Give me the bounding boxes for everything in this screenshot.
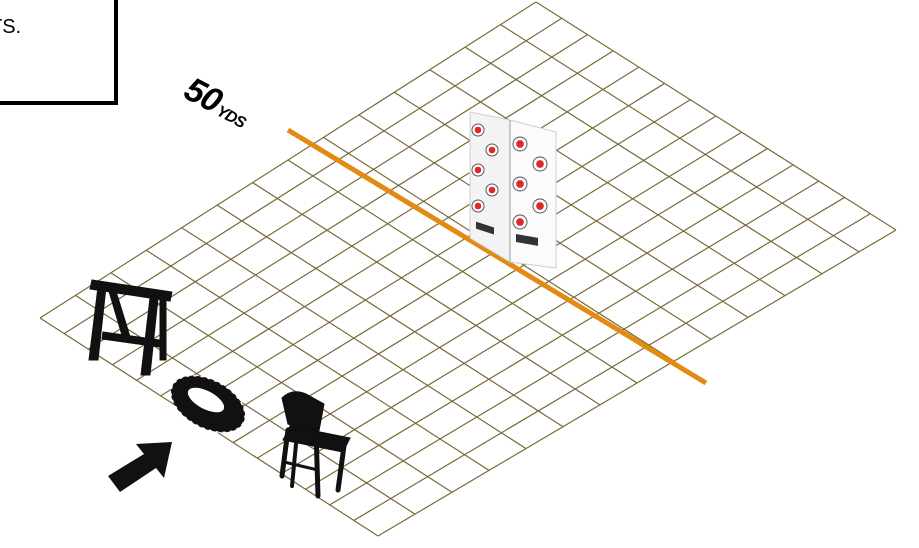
target-bullseye xyxy=(516,218,524,226)
target-stand-icon xyxy=(470,112,556,268)
callout-box: TS. xyxy=(0,0,118,105)
callout-text: TS. xyxy=(0,16,21,39)
tire-icon xyxy=(161,364,254,444)
target-bullseye xyxy=(516,140,524,148)
target-bullseye xyxy=(536,160,544,168)
target-bullseye xyxy=(516,180,524,188)
arrow-icon xyxy=(108,442,172,492)
sawhorse-icon xyxy=(89,280,172,375)
grid-line xyxy=(185,100,690,412)
target-bullseye xyxy=(475,167,482,174)
target-bullseye xyxy=(489,147,496,154)
grid-line xyxy=(209,116,716,427)
target-bullseye xyxy=(475,127,482,134)
target-bullseye xyxy=(475,203,482,210)
target-bullseye xyxy=(489,187,496,194)
target-bullseye xyxy=(536,202,544,210)
